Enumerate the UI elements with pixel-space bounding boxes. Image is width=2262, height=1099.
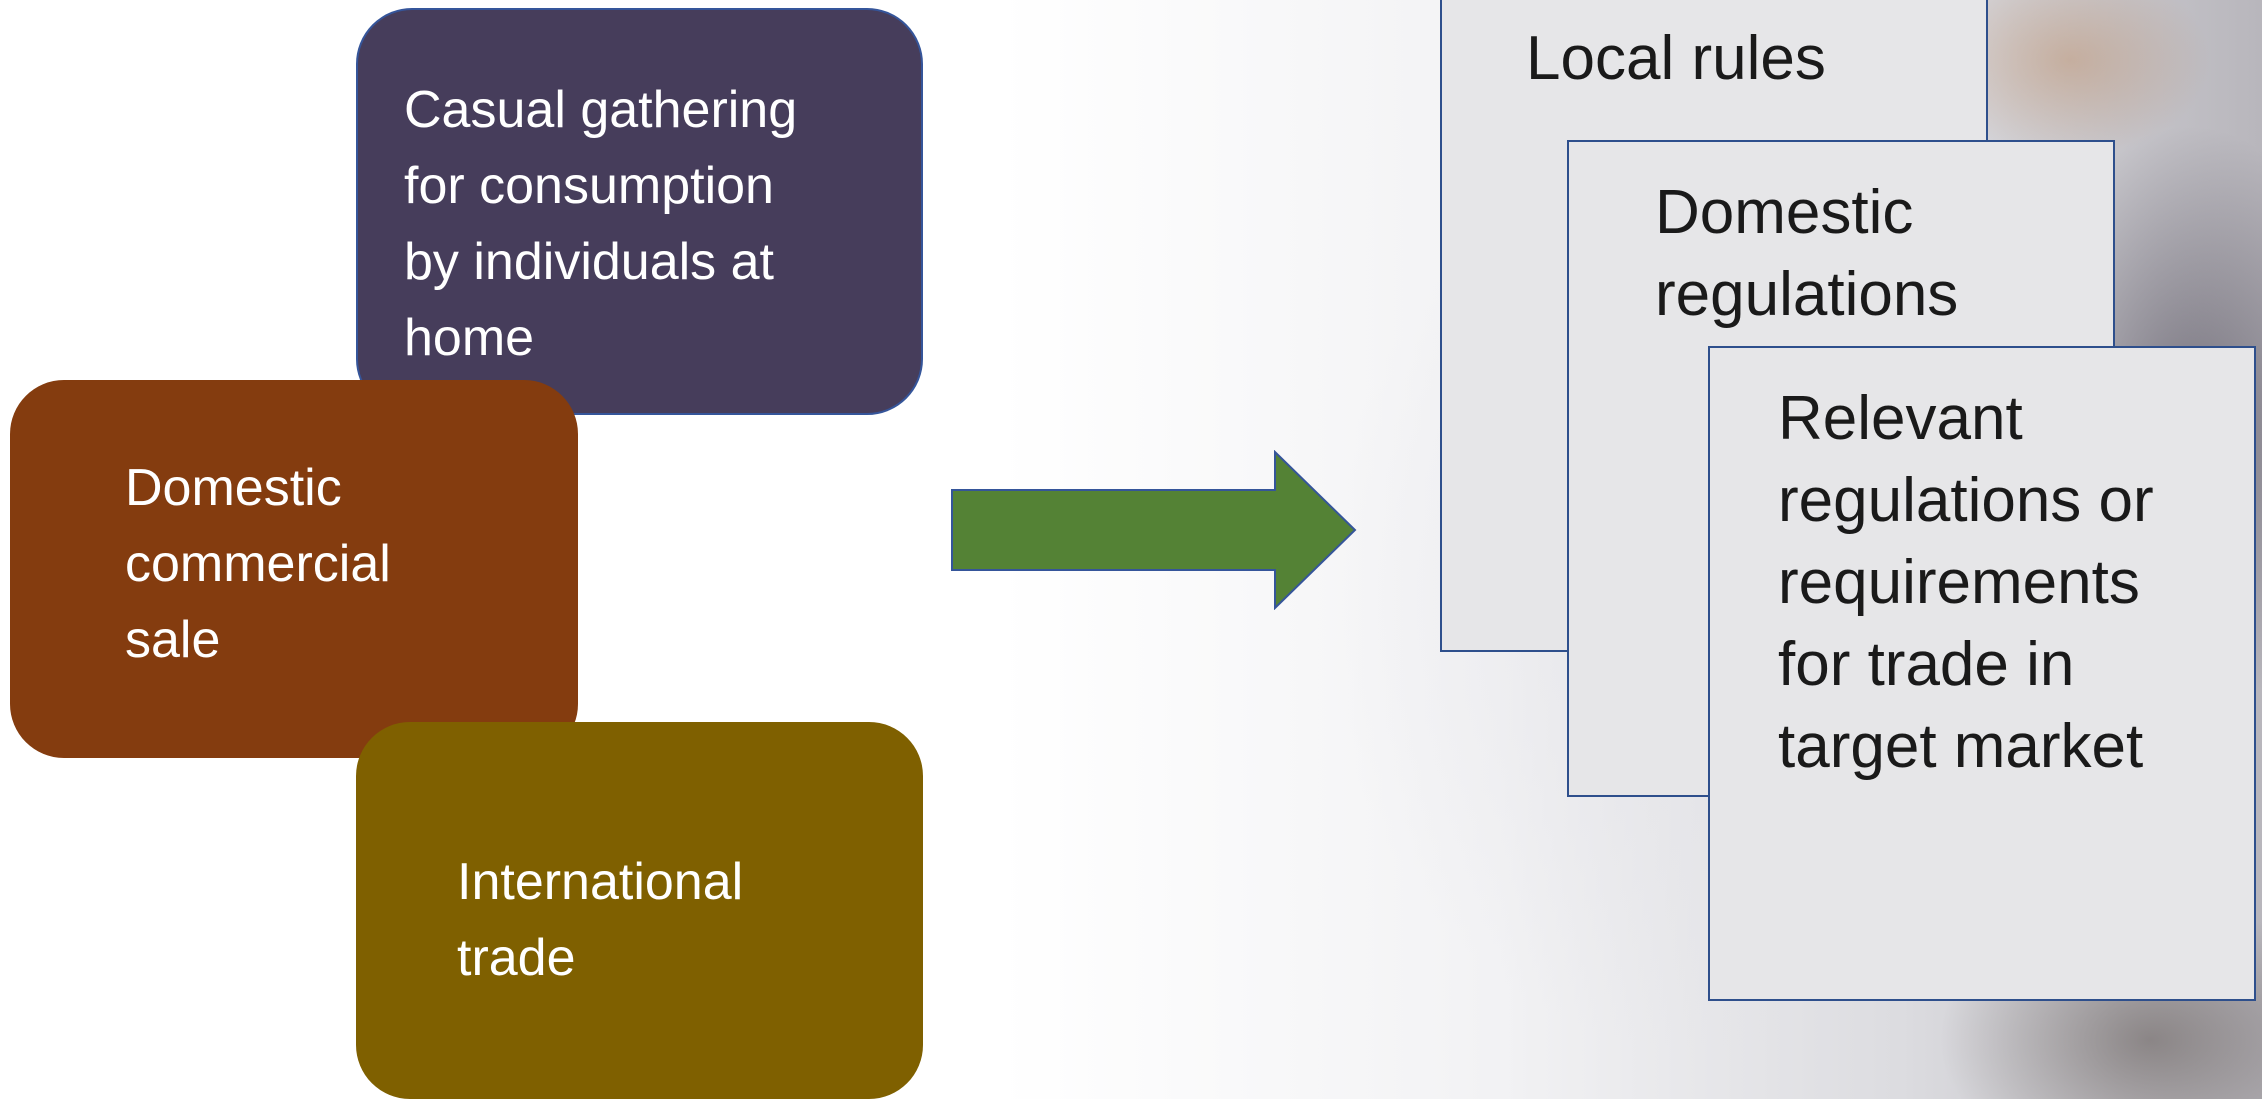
relevant-line-4: for trade in xyxy=(1778,630,2075,699)
domestic-reg-line-2: regulations xyxy=(1655,260,1959,329)
right-arrow-icon xyxy=(951,450,1357,610)
domestic-line-2: commercial xyxy=(125,535,391,593)
local-rules-text: Local rules xyxy=(1526,24,1826,93)
domestic-line-3: sale xyxy=(125,611,221,669)
relevant-line-2: regulations or xyxy=(1778,466,2154,535)
casual-line-1: Casual gathering xyxy=(404,81,798,139)
casual-line-2: for consumption xyxy=(404,157,774,215)
international-trade-box: International trade xyxy=(356,722,923,1099)
casual-line-4: home xyxy=(404,309,535,367)
arrow-shape xyxy=(951,450,1357,610)
domestic-commercial-sale-box: Domestic commercial sale xyxy=(10,380,578,758)
domestic-reg-line-1: Domestic xyxy=(1655,178,1914,247)
relevant-regulations-card: Relevant regulations or requirements for… xyxy=(1708,346,2256,1001)
international-line-1: International xyxy=(457,853,744,911)
domestic-line-1: Domestic xyxy=(125,459,342,517)
relevant-line-1: Relevant xyxy=(1778,384,2023,453)
international-line-2: trade xyxy=(457,929,576,987)
relevant-line-5: target market xyxy=(1778,712,2144,781)
casual-gathering-box: Casual gathering for consumption by indi… xyxy=(356,8,923,415)
casual-line-3: by individuals at xyxy=(404,233,774,291)
relevant-line-3: requirements xyxy=(1778,548,2140,617)
